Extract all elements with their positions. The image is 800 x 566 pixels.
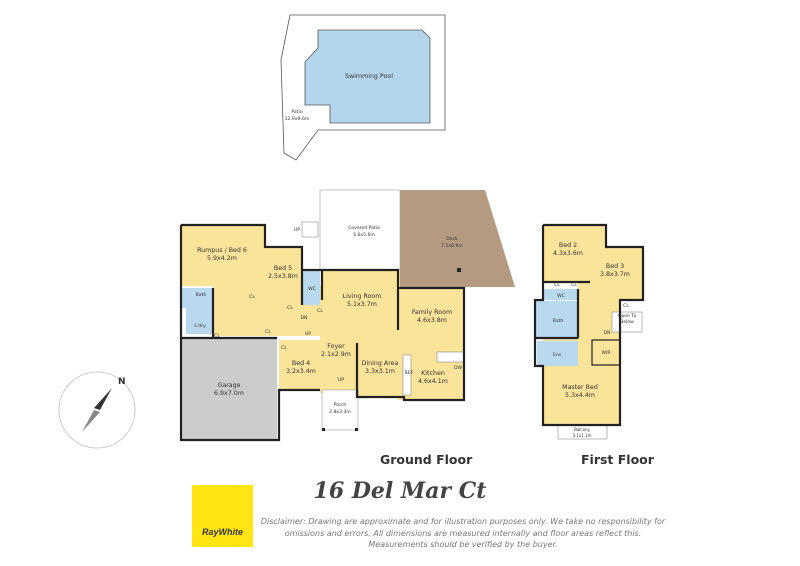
room-label: WC	[308, 286, 316, 292]
patio-label: Patio	[291, 109, 302, 115]
cl-label: CL	[287, 305, 293, 311]
up-label: UP	[305, 331, 311, 337]
room-size: 2.5x3.8m	[268, 273, 298, 280]
up-label: UP	[294, 227, 300, 233]
room-label: Garage	[217, 382, 240, 389]
walk-in-robe	[591, 339, 621, 366]
room-size: 4.6x4.1m	[418, 378, 448, 385]
room-size: 5.9x4.2m	[207, 255, 237, 262]
room-size: 3.2x3.4m	[286, 368, 316, 375]
stairs	[301, 221, 319, 238]
room-label: WC	[557, 293, 565, 299]
porch	[321, 389, 359, 431]
deck	[400, 190, 515, 287]
room-size: 3.1x1.1m	[573, 433, 592, 438]
room-label: Bath	[196, 292, 207, 298]
room-size: 5.3x4.4m	[565, 392, 595, 399]
room-label: Below	[620, 319, 634, 325]
disclaimer-line: Measurements should be verified by the b…	[368, 540, 558, 549]
disclaimer: Disclaimer: Drawing are approximate and …	[258, 516, 668, 551]
ground-floor-label: Ground Floor	[380, 452, 473, 467]
ray-white-logo: RayWhite	[192, 485, 253, 547]
wc	[302, 270, 320, 305]
room-label: Covered Patio	[348, 225, 380, 231]
ref-label: REF	[405, 370, 414, 376]
room-label: Foyer	[327, 343, 345, 350]
wc	[543, 289, 578, 300]
room-label: Bed 4	[292, 360, 310, 367]
living-room	[322, 270, 400, 330]
first-floor-label: First Floor	[581, 452, 654, 467]
pool-label: Swimming Pool	[345, 73, 393, 80]
room-label: Kitchen	[421, 370, 445, 377]
patio-area: Swimming Pool Patio 12.9x9.6m	[280, 14, 446, 161]
room-label: Living Room	[343, 293, 382, 300]
property-address: 16 Del Mar Ct	[313, 478, 487, 504]
patio-size: 12.9x9.6m	[285, 116, 310, 122]
dn-label: DN	[301, 315, 308, 321]
room-size: 6.9x7.0m	[214, 390, 244, 397]
disclaimer-line: Disclaimer: Drawing are approximate and …	[260, 517, 666, 526]
logo-text: RayWhite	[201, 527, 243, 537]
room-label: WIR	[601, 350, 611, 356]
bed-3	[590, 247, 643, 300]
room-label: Master Bed	[562, 384, 598, 391]
room-label: Deck	[446, 236, 458, 242]
room-size: 7.1x6.9m	[441, 243, 463, 249]
bed-5	[265, 247, 302, 300]
laundry	[186, 308, 213, 334]
room-label: Dining Area	[362, 360, 399, 367]
room-size: 2.1x2.9m	[321, 351, 351, 358]
up-label: UP	[338, 377, 344, 383]
compass-icon: N	[58, 371, 136, 449]
swimming-pool	[304, 29, 431, 124]
rumpus-bed6	[181, 225, 265, 286]
room-label: L'dry	[194, 323, 206, 329]
room-size: 5.6x5.6m	[353, 232, 375, 238]
room-size: 3.3x3.1m	[365, 368, 395, 375]
cl-label: CL	[265, 329, 271, 335]
ensuite	[537, 341, 578, 366]
bath	[535, 301, 578, 338]
cl-label: CL	[249, 294, 255, 300]
cl-label: CL	[623, 303, 629, 309]
room-size: 2.8x3.3m	[329, 409, 351, 415]
north-label: N	[118, 377, 126, 387]
room-label: Bed 3	[606, 263, 624, 270]
room-label: Porch	[334, 402, 347, 408]
room-size: 4.3x3.6m	[553, 250, 583, 257]
bed-4	[279, 340, 323, 390]
dining-area	[357, 343, 402, 397]
first-floor-plan: Bed 2 4.3x3.6m Bed 3 3.8x3.7m WC Bath Op…	[533, 223, 645, 440]
cl-label: CL	[317, 308, 323, 314]
room-label: Open To	[618, 313, 637, 319]
cl-label: CL	[554, 282, 560, 288]
dw-label: DW	[454, 365, 463, 371]
cl-label: CL	[281, 345, 287, 351]
covered-patio	[319, 189, 401, 271]
room-label: Family Room	[412, 309, 452, 316]
cl-label: CL	[214, 333, 220, 339]
garage	[181, 338, 277, 440]
dn-label: DN	[604, 330, 611, 336]
room-label: Bed 2	[559, 242, 577, 249]
room-label: Bath	[553, 318, 564, 324]
room-size: 4.6x3.8m	[417, 317, 447, 324]
ground-floor-plan: Covered Patio 5.6x5.6m UP Deck 7.1x6.9m …	[179, 189, 515, 442]
room-label: Bed 5	[274, 265, 292, 272]
room-size: 5.1x3.7m	[347, 301, 377, 308]
room-size: 3.8x3.7m	[600, 271, 630, 278]
room-label: Rumpus / Bed 6	[197, 247, 247, 254]
cl-label: CL	[571, 282, 577, 288]
disclaimer-line: omissions and errors. All dimensions are…	[284, 528, 642, 538]
bath	[181, 288, 213, 308]
room-label: Balcony	[574, 427, 590, 432]
room-label: Ens	[553, 352, 562, 358]
